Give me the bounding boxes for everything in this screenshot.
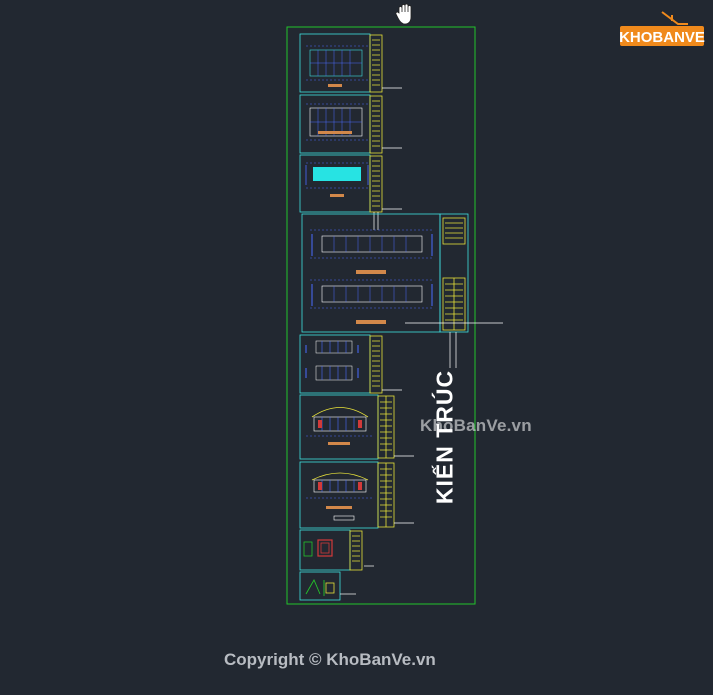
sheet-8	[299, 529, 374, 571]
sheet-9	[299, 571, 356, 601]
sheet-7	[299, 461, 414, 529]
sheet-4	[301, 213, 503, 368]
sheet-6	[299, 394, 414, 460]
sheet-1	[299, 33, 402, 93]
brand-logo[interactable]: KHOBANVE	[618, 10, 706, 56]
sheet-title-text: KIẾN TRÚC	[431, 369, 458, 505]
drawing-frame	[286, 26, 476, 605]
sheet-2	[299, 94, 402, 154]
pan-hand-icon[interactable]	[395, 3, 412, 25]
copyright-footer: Copyright © KhoBanVe.vn	[224, 650, 436, 669]
watermark-text: KhoBanVe.vn	[420, 416, 532, 435]
svg-text:KHOBANVE: KHOBANVE	[619, 29, 705, 46]
sheet-3	[299, 154, 402, 230]
sheet-5	[299, 334, 402, 394]
